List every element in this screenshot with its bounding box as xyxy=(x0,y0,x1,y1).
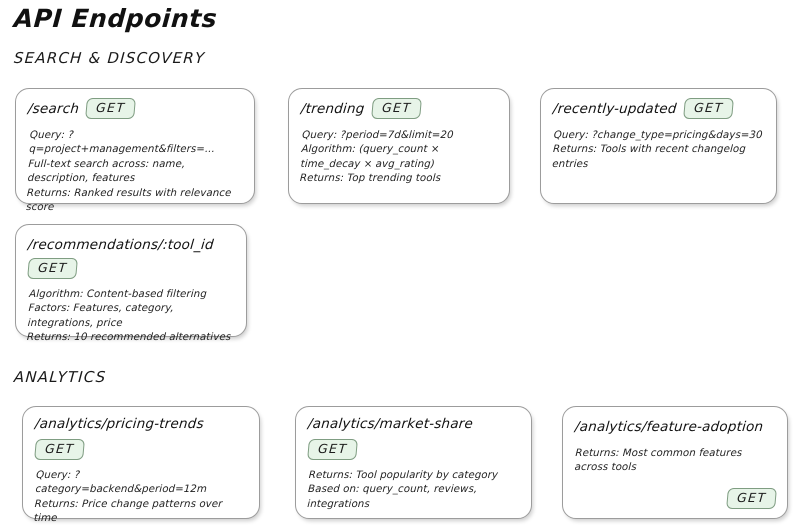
method-badge-get[interactable]: GET xyxy=(370,98,422,120)
endpoint-path: /analytics/market-share xyxy=(307,416,474,432)
method-badge-get[interactable]: GET xyxy=(27,258,79,280)
detail-line: Returns: Price change patterns over time xyxy=(33,499,223,525)
endpoint-details: Returns: Tool popularity by category Bas… xyxy=(307,469,521,512)
page-title: API Endpoints xyxy=(12,4,219,33)
detail-line: Returns: Most common features across too… xyxy=(574,448,743,474)
endpoint-card-recently-updated[interactable]: /recently-updated GET Query: ?change_typ… xyxy=(540,88,777,204)
method-badge-get[interactable]: GET xyxy=(85,98,137,120)
method-badge-get[interactable]: GET xyxy=(682,98,735,120)
method-badge-get[interactable]: GET xyxy=(725,487,777,509)
endpoint-details: Returns: Most common features across too… xyxy=(574,447,777,476)
endpoint-path: /search xyxy=(27,101,80,117)
endpoint-details: Algorithm: Content-based filtering Facto… xyxy=(26,288,236,346)
endpoint-path: /recommendations/:tool_id xyxy=(27,237,215,253)
detail-line: Returns: Ranked results with relevance s… xyxy=(25,187,232,214)
endpoint-path: /recently-updated xyxy=(552,101,678,117)
detail-line: Full-text search across: name, descripti… xyxy=(27,158,186,185)
endpoint-card-search[interactable]: /search GET Query: ?q=project+management… xyxy=(15,88,255,213)
detail-line: Query: ?period=7d&limit=20 xyxy=(301,130,454,141)
endpoint-card-header: /search GET xyxy=(27,98,243,120)
detail-line: Based on: query_count, reviews, integrat… xyxy=(306,484,478,511)
detail-line: Returns: Top trending tools xyxy=(299,173,442,185)
endpoint-card-header: /recommendations/:tool_id GET xyxy=(27,234,235,280)
endpoint-card-feature-adoption[interactable]: /analytics/feature-adoption Returns: Mos… xyxy=(562,406,788,519)
endpoint-card-pricing-trends[interactable]: /analytics/pricing-trends GET Query: ?ca… xyxy=(22,406,260,525)
endpoint-path: /trending xyxy=(300,101,366,117)
detail-line: Returns: Tools with recent changelog ent… xyxy=(551,144,747,170)
section-heading-analytics: ANALYTICS xyxy=(13,368,108,386)
detail-line: Returns: 10 recommended alternatives xyxy=(26,332,232,344)
detail-line: Factors: Features, category, integration… xyxy=(27,303,175,330)
endpoint-path: /analytics/pricing-trends xyxy=(34,416,205,432)
endpoint-details: Query: ?q=project+management&filters=...… xyxy=(26,129,246,216)
endpoint-card-recommendations[interactable]: /recommendations/:tool_id GET Algorithm:… xyxy=(15,224,247,344)
method-badge-get[interactable]: GET xyxy=(34,439,86,461)
endpoint-card-header: /analytics/pricing-trends GET xyxy=(34,416,248,461)
endpoint-path: /analytics/feature-adoption xyxy=(574,419,764,435)
endpoint-card-header: /recently-updated GET xyxy=(552,98,765,120)
endpoint-details: Query: ?period=7d&limit=20 Algorithm: (q… xyxy=(299,129,499,187)
endpoint-card-market-share[interactable]: /analytics/market-share GET Returns: Too… xyxy=(295,406,532,519)
endpoint-card-header: /analytics/market-share GET xyxy=(307,416,520,461)
detail-line: Algorithm: (query_count × time_decay × a… xyxy=(300,144,440,170)
endpoint-card-header: /analytics/feature-adoption xyxy=(574,416,776,438)
detail-line: Query: ?change_type=pricing&days=30 xyxy=(553,130,763,141)
endpoint-details: Query: ?category=backend&period=12m Retu… xyxy=(33,469,249,527)
detail-line: Algorithm: Content-based filtering xyxy=(28,289,208,301)
endpoint-card-trending[interactable]: /trending GET Query: ?period=7d&limit=20… xyxy=(288,88,510,204)
endpoint-details: Query: ?change_type=pricing&days=30 Retu… xyxy=(552,129,766,172)
method-badge-get[interactable]: GET xyxy=(307,439,359,461)
endpoint-card-header: /trending GET xyxy=(300,98,498,120)
section-heading-search-discovery: SEARCH & DISCOVERY xyxy=(13,49,207,67)
detail-line: Query: ?q=project+management&filters=... xyxy=(28,130,216,156)
detail-line: Returns: Tool popularity by category xyxy=(308,470,499,482)
detail-line: Query: ?category=backend&period=12m xyxy=(35,470,208,496)
